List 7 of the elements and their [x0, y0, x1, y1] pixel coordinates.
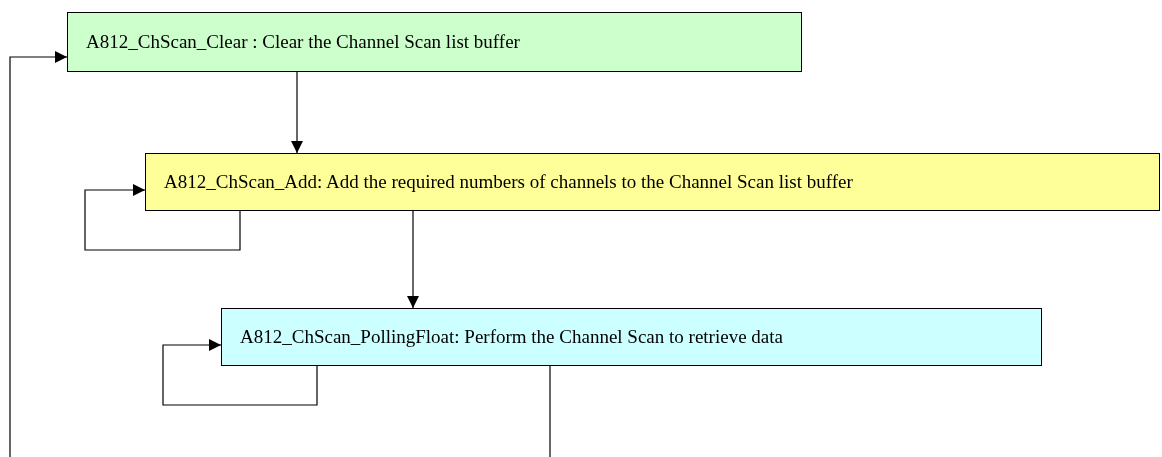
arrow — [84, 184, 241, 251]
arrow — [291, 71, 303, 154]
arrow — [407, 210, 419, 309]
process-box: A812_ChScan_Add: Add the required numbers of channels to the Channel Scan list buffer — [145, 153, 1160, 211]
process-box: A812_ChScan_PollingFloat: Perform the Channel Scan to retrieve data — [221, 308, 1042, 366]
process-box: A812_ChScan_Clear : Clear the Channel Scan list buffer — [67, 12, 802, 72]
arrow — [9, 51, 68, 457]
